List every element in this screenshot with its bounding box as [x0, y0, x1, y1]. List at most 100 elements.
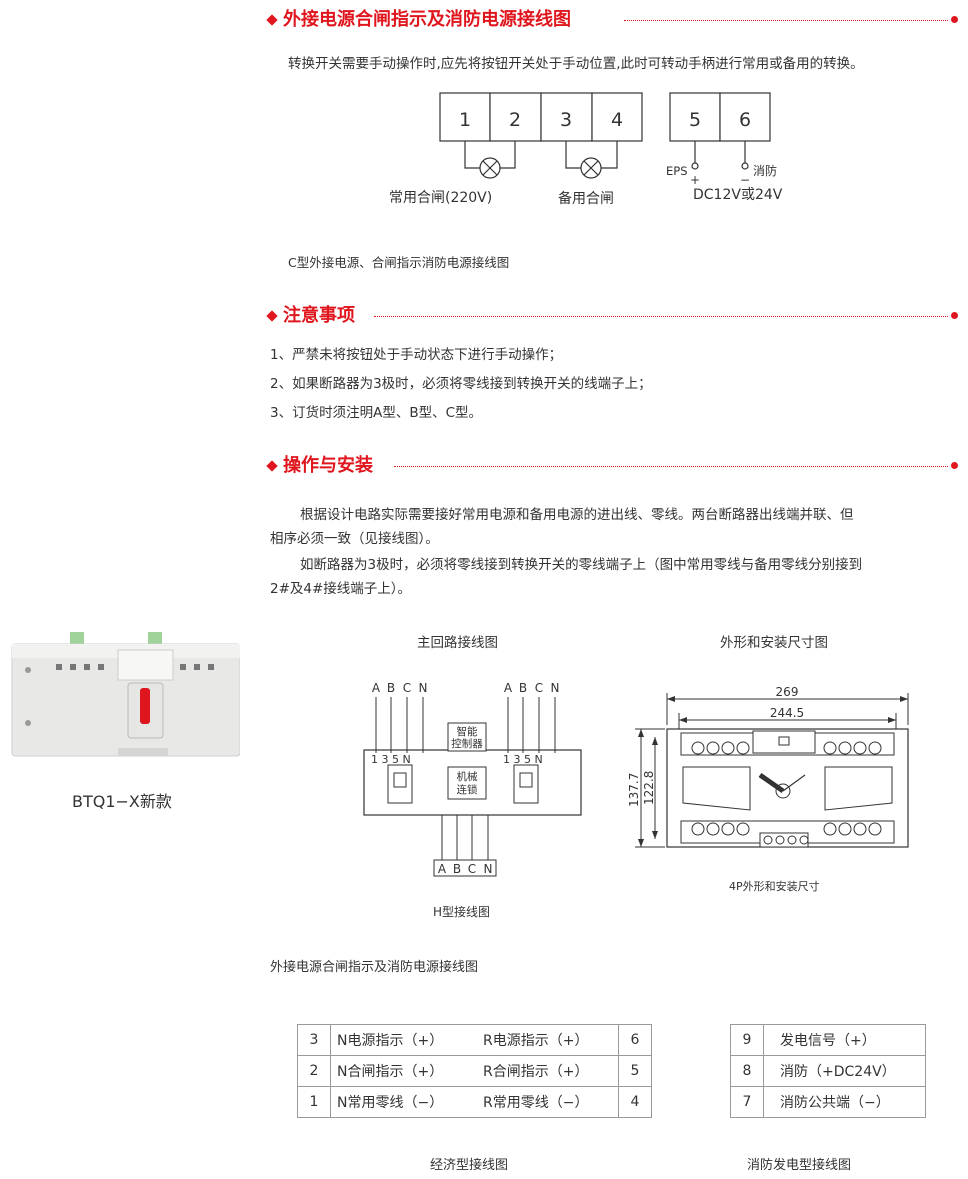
fire-label: 消防 [753, 163, 777, 178]
diamond-bullet-icon [266, 14, 278, 26]
terminal-label: N合闸指示（+） [330, 1055, 477, 1087]
svg-text:B: B [453, 862, 461, 876]
terminals-left: 1 3 5 N [371, 753, 411, 766]
svg-text:智能: 智能 [457, 725, 478, 738]
operation-paragraph-1-cont: 相序必须一致（见接线图）。 [270, 531, 439, 547]
dot-end-icon [951, 312, 958, 319]
terminal-number: 2 [297, 1055, 331, 1087]
diamond-bullet-icon [266, 310, 278, 322]
main-wiring-title: 主回路接线图 [417, 635, 498, 651]
terminal-label-1: 1 [459, 109, 471, 131]
operation-paragraph-2: 如断路器为3极时，必须将零线接到转换开关的零线端子上（图中常用零线与备用零线分别… [300, 557, 863, 573]
terminal-number: 6 [618, 1024, 652, 1056]
main-wiring-diagram: A B C N A B C N 1 3 5 N 1 3 5 N 智能 控制器 机… [363, 681, 582, 877]
svg-text:控制器: 控制器 [451, 737, 483, 750]
section-header-wiring: 外接电源合闸指示及消防电源接线图 [262, 8, 962, 34]
svg-text:B: B [519, 681, 527, 695]
svg-text:C: C [535, 681, 543, 695]
fire-wiring-table: 9 发电信号（+） 8 消防（+DC24V） 7 消防公共端（−） [730, 1024, 926, 1118]
section-header-operation: 操作与安装 [262, 454, 962, 480]
terminal-box-2 [489, 92, 542, 142]
dot-end-icon [951, 462, 958, 469]
operation-paragraph-2-cont: 2#及4#接线端子上）。 [270, 581, 412, 597]
svg-text:A: A [438, 862, 447, 876]
svg-text:C: C [403, 681, 411, 695]
dotted-divider [374, 316, 948, 317]
dot-end-icon [951, 16, 958, 23]
terminal-number: 9 [730, 1024, 764, 1056]
breaker-outline-left [682, 766, 751, 811]
terminal-box-6 [719, 92, 771, 142]
dimensions-caption: 4P外形和安装尺寸 [729, 880, 820, 893]
economy-caption: 经济型接线图 [430, 1158, 509, 1173]
terminal-label: R电源指示（+） [477, 1024, 619, 1056]
terminal-number: 8 [730, 1055, 764, 1087]
h-type-caption: H型接线图 [433, 905, 491, 919]
note-item: 1、严禁未将按钮处于手动状态下进行手动操作； [270, 347, 563, 363]
dimensions-title: 外形和安装尺寸图 [720, 635, 828, 651]
svg-text:机械: 机械 [457, 770, 478, 783]
terminal-number: 1 [297, 1086, 331, 1118]
svg-text:A: A [504, 681, 513, 695]
terminal-label-4: 4 [611, 109, 623, 131]
note-item: 3、订货时须注明A型、B型、C型。 [270, 405, 483, 421]
breaker-outline-right [824, 766, 893, 811]
svg-text:A: A [372, 681, 381, 695]
terminal-box-4 [591, 92, 643, 142]
section-title: 注意事项 [283, 305, 355, 326]
note-item: 2、如果断路器为3极时，必须将零线接到转换开关的线端子上； [270, 376, 652, 392]
terminal-label-3: 3 [560, 109, 572, 131]
fire-caption: 消防发电型接线图 [747, 1158, 852, 1173]
handle-pivot [775, 783, 791, 799]
operation-paragraph-1: 根据设计电路实际需要接好常用电源和备用电源的进出线、零线。两台断路器出线端并联、… [300, 507, 854, 523]
economy-wiring-table: 3 N电源指示（+） R电源指示（+） 6 2 N合闸指示（+） R合闸指示（+… [297, 1024, 652, 1118]
svg-text:N: N [484, 862, 493, 876]
svg-text:连锁: 连锁 [457, 783, 478, 796]
terminal-box-1 [439, 92, 491, 142]
terminal-number: 4 [618, 1086, 652, 1118]
width-269: 269 [776, 685, 799, 699]
external-power-caption: 外接电源合闸指示及消防电源接线图 [270, 960, 479, 975]
backup-close-label: 备用合闸 [558, 191, 614, 207]
dotted-divider [624, 20, 948, 21]
terminal-label: R合闸指示（+） [477, 1055, 619, 1087]
dc-voltage-label: DC12V或24V [693, 187, 783, 203]
section-title: 操作与安装 [283, 455, 373, 476]
display-panel [752, 730, 816, 754]
terminals-right: 1 3 5 N [503, 753, 543, 766]
dotted-divider [394, 466, 948, 467]
section-title: 外接电源合闸指示及消防电源接线图 [283, 9, 571, 30]
svg-text:C: C [468, 862, 476, 876]
product-caption: BTQ1−X新款 [72, 792, 172, 811]
terminal-dot-icon [741, 162, 749, 170]
intro-text: 转换开关需要手动操作时,应先将按钮开关处于手动位置,此时可转动手柄进行常用或备用… [288, 56, 864, 72]
height-122-8: 122.8 [642, 771, 656, 805]
width-244-5: 244.5 [770, 706, 804, 720]
plus-sign: + [690, 173, 700, 187]
common-close-label: 常用合闸(220V) [389, 190, 493, 206]
svg-text:N: N [419, 681, 428, 695]
minus-sign: − [740, 173, 750, 187]
terminal-label: 发电信号（+） [763, 1024, 926, 1056]
mechanical-interlock [447, 766, 487, 800]
c-type-caption: C型外接电源、合闸指示消防电源接线图 [288, 255, 510, 270]
diamond-bullet-icon [266, 460, 278, 472]
terminal-number: 7 [730, 1086, 764, 1118]
section-header-notes: 注意事项 [262, 304, 962, 330]
terminal-label: 消防公共端（−） [763, 1086, 926, 1118]
eps-label: EPS [666, 164, 688, 178]
dimensions-diagram: 269 244.5 137.7 122.8 [627, 685, 909, 848]
svg-text:B: B [387, 681, 395, 695]
terminal-number: 5 [618, 1055, 652, 1087]
terminal-number: 3 [297, 1024, 331, 1056]
terminal-label: 消防（+DC24V） [763, 1055, 926, 1087]
svg-text:N: N [551, 681, 560, 695]
terminal-label: R常用零线（−） [477, 1086, 619, 1118]
terminal-label: N电源指示（+） [330, 1024, 477, 1056]
terminal-label-5: 5 [689, 109, 701, 131]
product-image [11, 632, 240, 757]
terminal-label: N常用零线（−） [330, 1086, 477, 1118]
terminal-dot-icon [691, 162, 699, 170]
height-137-7: 137.7 [627, 773, 641, 807]
terminal-label-6: 6 [739, 109, 751, 131]
